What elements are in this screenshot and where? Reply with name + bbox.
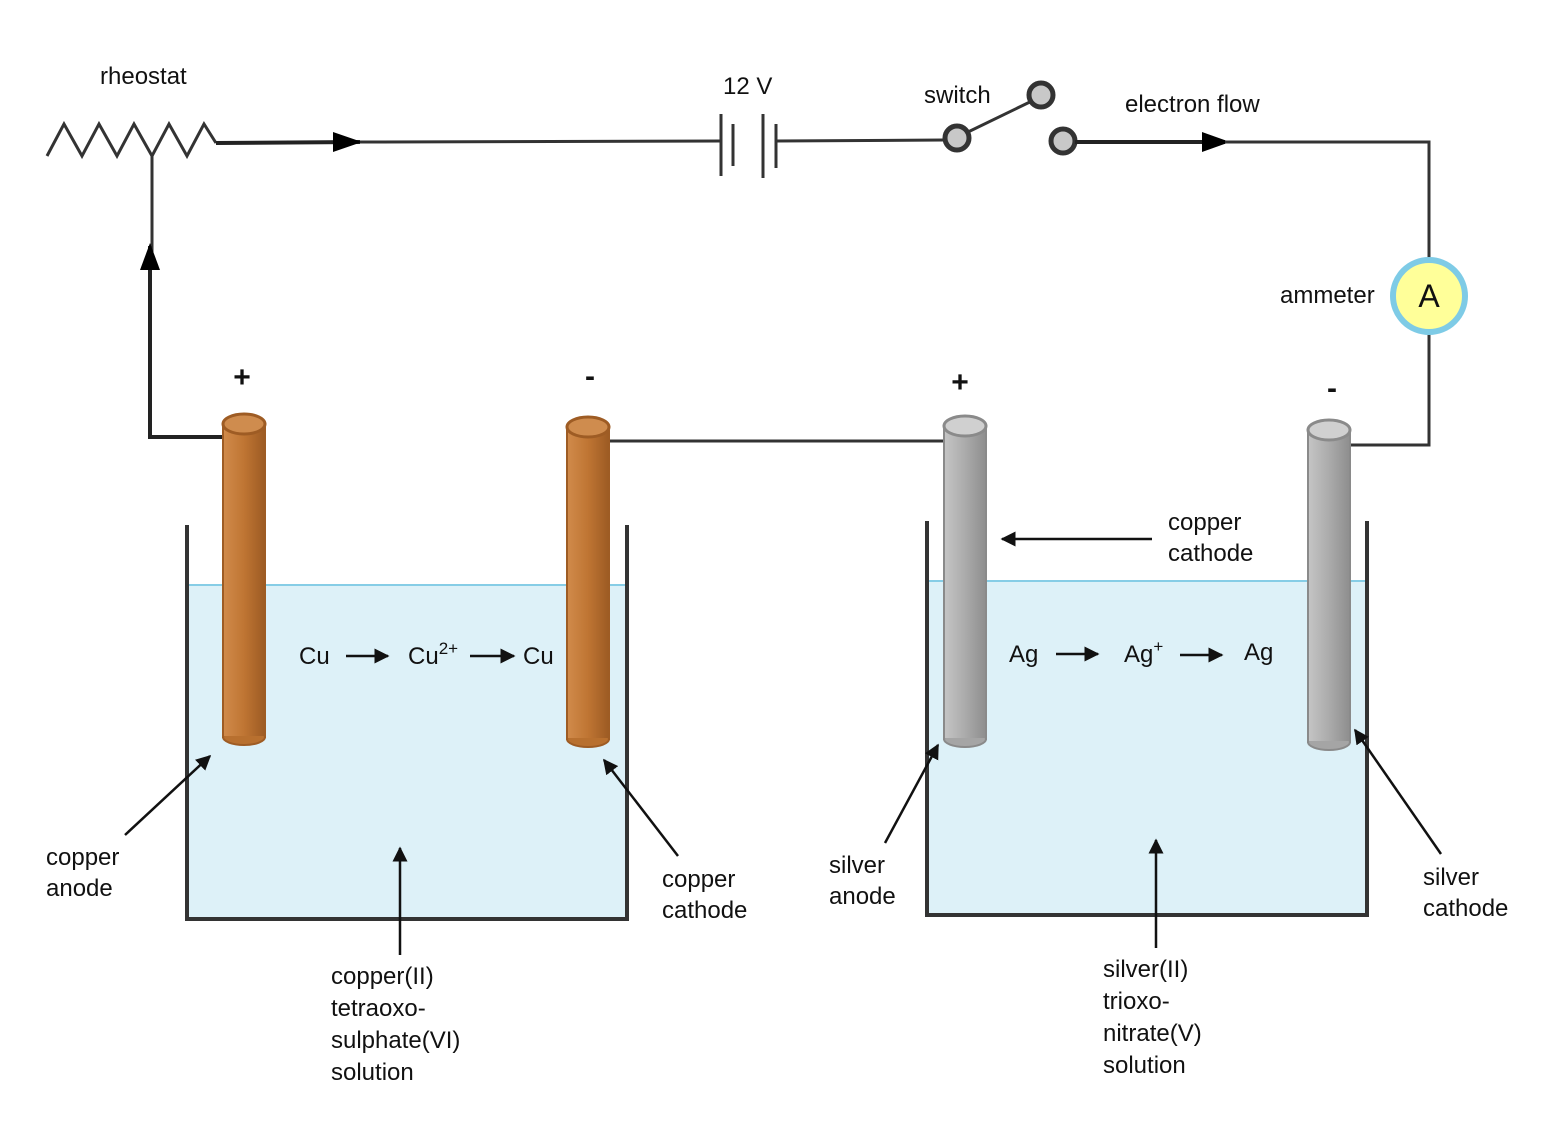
ammeter-label: ammeter: [1280, 282, 1375, 309]
copper-cathode: [565, 415, 611, 748]
copper-cathode-pointer: [603, 758, 679, 857]
copper-anode-pointer: [124, 754, 212, 836]
flow-arrow-left: [333, 132, 362, 152]
silver-anode-sign: +: [951, 366, 969, 399]
switch-lever: [967, 98, 1035, 134]
cu-reaction-right: Cu: [523, 643, 554, 670]
copper-solution-label: copper(II) tetraoxo- sulphate(VI) soluti…: [331, 963, 467, 1086]
flow-arrow-right: [1202, 132, 1230, 152]
battery-label: 12 V: [723, 73, 772, 100]
ag-reaction-right: Ag: [1244, 639, 1273, 666]
cu-reaction-left: Cu: [299, 643, 330, 670]
ag-reaction-left: Ag: [1009, 641, 1038, 668]
copper-cathode-sign: -: [585, 360, 595, 393]
rheostat-symbol: [45, 120, 218, 160]
ag-ion-charge: +: [1153, 637, 1163, 656]
silver-solution-label: silver(II) trioxo- nitrate(V) solution: [1103, 956, 1208, 1079]
copper-cathode-label: copper cathode: [662, 866, 747, 924]
copper-anode-sign: +: [233, 361, 251, 394]
ammeter-to-cathode-wire: [1350, 332, 1431, 447]
switch-terminal-top[interactable]: [1026, 80, 1056, 110]
upward-arrow: [140, 243, 160, 270]
electron-flow-label: electron flow: [1125, 91, 1260, 118]
switch-terminal-left[interactable]: [942, 123, 972, 153]
cu-ion-charge: 2+: [439, 639, 458, 658]
copper-cathode-note-label: copper cathode: [1168, 509, 1253, 567]
silver-anode-label: silver anode: [829, 852, 896, 910]
silver-cathode-pointer: [1353, 728, 1443, 855]
anode-lead-wire: [148, 246, 224, 439]
cu-reaction-middle: Cu2+: [408, 639, 458, 670]
right-wire: [1225, 140, 1431, 262]
copper-tank: [185, 525, 629, 921]
silver-cathode: [1306, 418, 1352, 751]
switch-terminal-right[interactable]: [1048, 126, 1078, 156]
silver-cathode-label: silver cathode: [1423, 864, 1508, 922]
switch-label: switch: [924, 82, 991, 109]
silver-tank: [925, 521, 1369, 917]
silver-solution: [928, 581, 1366, 914]
silver-anode: [942, 414, 988, 748]
copper-anode-label: copper anode: [46, 844, 126, 902]
ammeter-symbol: A: [1418, 278, 1440, 314]
battery-to-switch-wire: [775, 138, 945, 143]
silver-cathode-sign: -: [1327, 372, 1337, 405]
top-wire-to-battery: [359, 139, 722, 144]
ag-reaction-middle: Ag+: [1124, 637, 1163, 668]
ammeter-icon: [1390, 257, 1468, 335]
rheostat-label: rheostat: [100, 63, 187, 90]
silver-anode-pointer: [883, 743, 940, 844]
copper-anode: [221, 412, 267, 746]
